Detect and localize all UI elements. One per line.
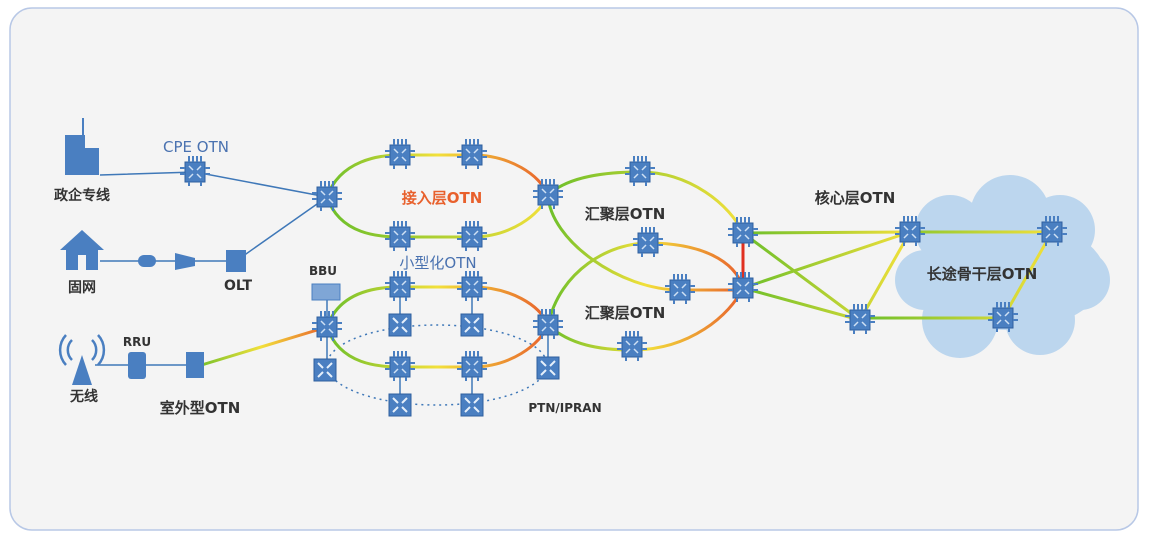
backbone-label: 长途骨干层OTN bbox=[927, 265, 1038, 283]
olt-icon bbox=[226, 250, 246, 272]
ptn-node bbox=[388, 313, 412, 337]
bbu-label: BBU bbox=[309, 264, 337, 278]
splitter-icon bbox=[175, 253, 195, 270]
ptn-node bbox=[460, 313, 484, 337]
ptn-label: PTN/IPRAN bbox=[528, 401, 601, 415]
building-icon bbox=[65, 118, 99, 175]
ptn-node bbox=[313, 358, 337, 382]
diagram-panel bbox=[9, 7, 1139, 531]
agg-ring1-bottom bbox=[546, 194, 743, 292]
outdoor-otn-icon bbox=[186, 352, 204, 378]
enterprise-label: 政企专线 bbox=[54, 187, 110, 204]
ptn-node bbox=[388, 393, 412, 417]
access-ring-top bbox=[325, 153, 550, 198]
core-mesh bbox=[742, 230, 912, 322]
mini-ring-top bbox=[325, 285, 550, 328]
core-layer-label: 核心层OTN bbox=[815, 189, 896, 207]
rru-label: RRU bbox=[123, 335, 151, 349]
fixed-label: 固网 bbox=[68, 280, 96, 296]
rru-icon bbox=[128, 352, 146, 379]
onu-icon bbox=[138, 255, 156, 267]
backbone-ring bbox=[860, 230, 1055, 320]
mini-otn-label: 小型化OTN bbox=[399, 254, 476, 272]
cpe-otn-label: CPE OTN bbox=[163, 138, 229, 156]
wireless-label: 无线 bbox=[69, 388, 98, 405]
house-icon bbox=[60, 230, 104, 270]
outdoor-link bbox=[194, 325, 328, 369]
antenna-icon bbox=[58, 334, 106, 385]
aggregation-label-2: 汇聚层OTN bbox=[585, 304, 666, 322]
outdoor-otn-label: 室外型OTN bbox=[160, 399, 241, 417]
backbone-cloud bbox=[895, 175, 1110, 358]
ptn-node bbox=[536, 356, 560, 380]
bbu-icon bbox=[311, 283, 341, 301]
ptn-node bbox=[460, 393, 484, 417]
olt-label: OLT bbox=[224, 278, 253, 294]
access-layer-label: 接入层OTN bbox=[402, 189, 483, 207]
aggregation-label-1: 汇聚层OTN bbox=[585, 205, 666, 223]
